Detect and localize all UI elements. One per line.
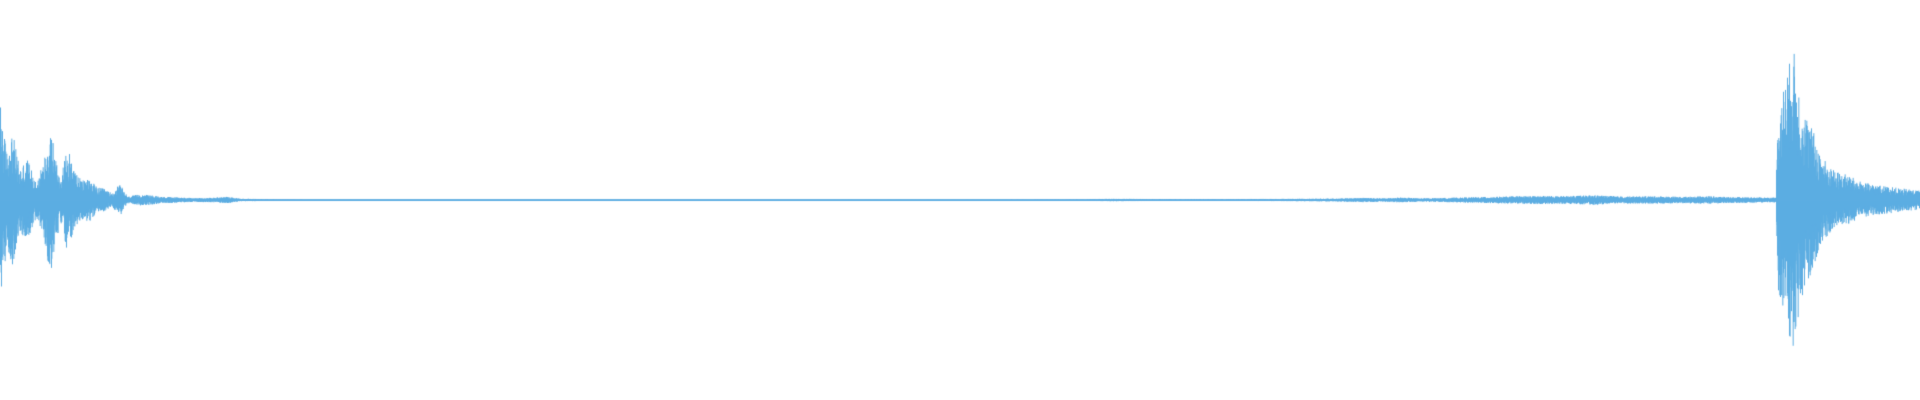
audio-waveform[interactable] [0, 0, 1920, 400]
audio-waveform-panel[interactable] [0, 0, 1920, 400]
